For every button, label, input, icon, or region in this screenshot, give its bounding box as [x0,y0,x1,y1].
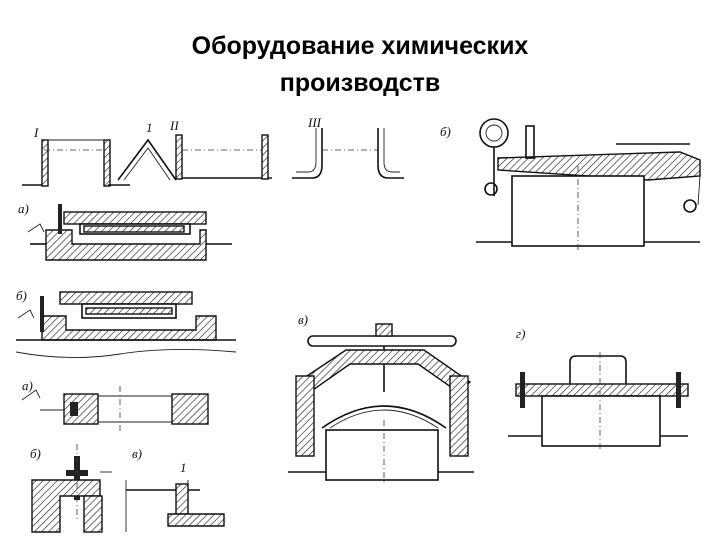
label-num-1: 1 [146,120,153,135]
bolt-joint-b-bottom-drawing: б) [30,444,112,533]
screw-cover-v-drawing: в) [288,312,474,484]
label-roman-2: II [169,118,179,133]
hinged-manhole-b-drawing: б) [440,118,701,252]
slide-title: Оборудование химических производств [0,28,720,102]
label-g-right: г) [516,326,525,341]
label-b-top: б) [16,288,27,303]
label-a-bottom: а) [22,378,33,393]
label-num1-bottom: 1 [180,460,187,475]
flange-a-bottom-drawing: а) [21,378,209,432]
label-roman-3: III [307,115,322,130]
label-b-right: б) [440,124,451,139]
title-line-2: производств [279,69,441,97]
label-roman-1: I [33,125,39,140]
title-line-1: Оборудование химических [191,32,529,60]
nozzle-variants-drawing: I 1 II III [22,115,404,187]
label-b-bottom: б) [30,446,41,461]
label-v-center: в) [298,312,308,327]
bolted-cover-g-drawing: г) [508,326,689,452]
lap-joint-v-bottom-drawing: в) 1 [125,446,225,532]
label-a-top: а) [18,201,29,216]
label-v-bottom: в) [132,446,142,461]
sight-glass-a-drawing: а) [18,201,232,261]
stacked-flange-b-drawing: б) [15,288,237,359]
